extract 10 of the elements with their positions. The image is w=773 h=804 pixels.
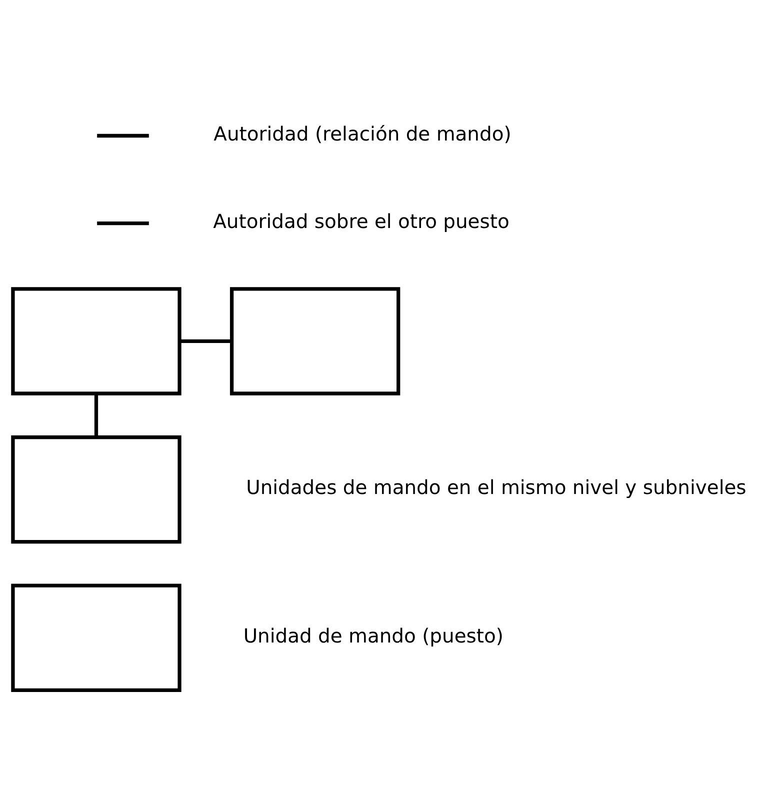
legend-label: Autoridad sobre el otro puesto xyxy=(213,210,510,233)
node-box xyxy=(230,287,400,396)
label: Unidades de mando en el mismo nivel y subniveles xyxy=(246,476,746,500)
node-label: Unidad de mando (puesto) xyxy=(243,624,504,648)
node-box xyxy=(11,287,182,396)
node-box xyxy=(11,584,182,692)
connector xyxy=(94,394,98,437)
legend-label: Autoridad (relación de mando) xyxy=(214,122,512,146)
connector xyxy=(180,339,232,344)
node-box xyxy=(11,435,182,544)
